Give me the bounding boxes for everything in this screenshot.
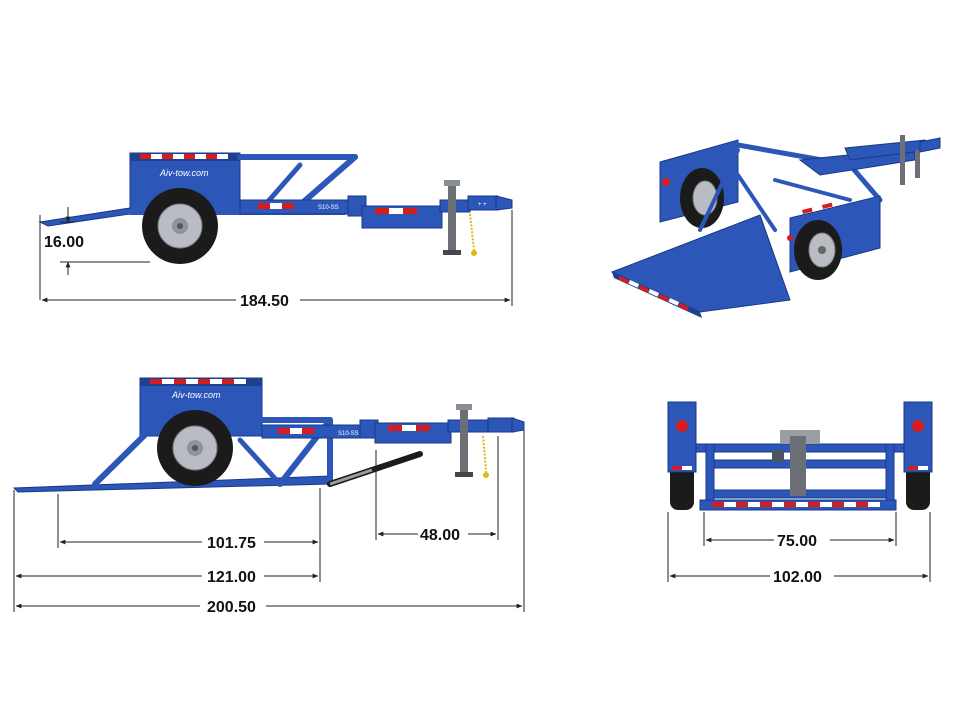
side-view-raised: Aiv-tow.com S10-SS + + <box>38 152 513 310</box>
svg-text:+ +: + + <box>478 202 487 208</box>
dim-inner-width: 75.00 <box>705 533 895 550</box>
tongue-jack-lowered <box>460 406 468 476</box>
ramp-deck <box>38 207 131 227</box>
tongue-jack <box>448 182 456 254</box>
dim-label-inner-width: 75.00 <box>777 533 817 550</box>
dim-ramp-height: 16.00 <box>39 207 150 300</box>
iso-jack <box>900 135 905 185</box>
safety-chain <box>469 213 475 251</box>
rear-view: 75.00 102.00 <box>667 401 933 586</box>
dim-label-tongue-length: 48.00 <box>420 527 460 544</box>
wheel <box>142 188 218 264</box>
dim-overall-length-raised: 184.50 <box>41 210 513 310</box>
rear-jack <box>790 436 806 496</box>
model-tag: S10-SS <box>318 205 339 211</box>
brand-decal: Aiv-tow.com <box>159 168 209 178</box>
dim-label-deck-length: 101.75 <box>207 535 256 552</box>
dim-label-overall-length-lowered: 200.50 <box>207 599 256 616</box>
dim-label-overall-width: 102.00 <box>773 569 822 586</box>
iso-wheel <box>794 220 842 280</box>
isometric-view <box>610 135 941 318</box>
dim-label-ramp-height: 16.00 <box>44 234 84 251</box>
dim-label-bed-length: 121.00 <box>207 569 256 586</box>
safety-chain-lowered <box>482 435 487 473</box>
side-view-lowered: Aiv-tow.com S10-SS <box>12 377 525 616</box>
tongue-reflectors <box>258 203 294 209</box>
reflector-strip <box>140 154 228 159</box>
dim-bed-length: 121.00 <box>15 569 319 586</box>
reflector-strip-lowered <box>150 379 246 384</box>
iso-deck-reflectors <box>618 276 690 311</box>
dim-overall-length-lowered: 200.50 <box>15 599 523 616</box>
dim-deck-length: 101.75 <box>59 535 319 552</box>
wheel-lowered <box>157 410 233 486</box>
dim-label-overall-length-raised: 184.50 <box>240 293 289 310</box>
hitch-coupler-lowered <box>487 417 515 433</box>
model-tag-lowered: S10-SS <box>338 431 359 437</box>
brand-decal-lowered: Aiv-tow.com <box>171 390 221 400</box>
dim-tongue-length: 48.00 <box>377 527 497 544</box>
dim-overall-width: 102.00 <box>669 569 929 586</box>
